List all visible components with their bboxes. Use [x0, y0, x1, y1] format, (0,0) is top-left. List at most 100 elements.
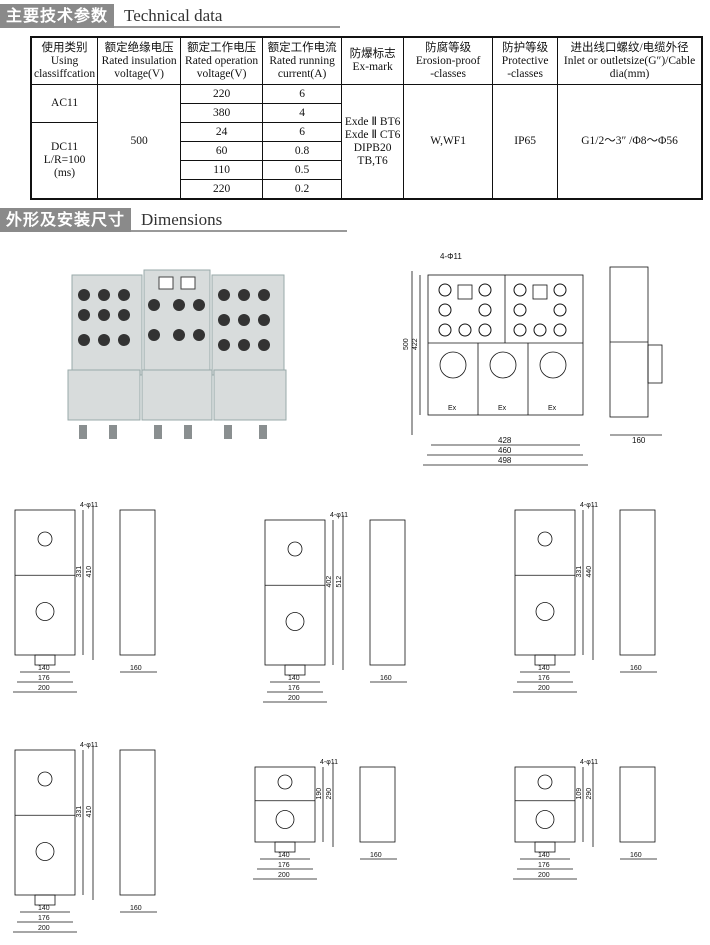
dimension-drawing: 4-φ11 331 440 140 176 200 160	[513, 502, 657, 693]
dim-width-1: 140	[288, 675, 300, 682]
hole-label: 4-φ11	[80, 502, 98, 509]
dim-depth: 160	[370, 852, 382, 859]
knob	[118, 309, 130, 321]
knob	[148, 299, 160, 311]
product-photo	[67, 269, 287, 439]
knob	[118, 334, 130, 346]
button-symbol	[513, 283, 527, 297]
cell-voltage: 220	[180, 179, 264, 200]
cell-ac11: AC11	[30, 84, 99, 123]
button-symbol	[478, 283, 492, 297]
dim-height-inner: 190	[316, 788, 323, 800]
knob	[98, 309, 110, 321]
cell-voltage: 220	[180, 84, 264, 104]
dim-depth: 160	[130, 905, 142, 912]
knob	[148, 329, 160, 341]
knob	[238, 339, 250, 351]
knob	[218, 314, 230, 326]
button-symbol	[478, 323, 492, 337]
cell-current: 0.5	[262, 160, 343, 180]
button-symbol	[553, 283, 567, 297]
knob	[98, 334, 110, 346]
ex-label: Ex	[548, 405, 557, 412]
button-symbol	[458, 323, 472, 337]
cell-current: 0.8	[262, 141, 343, 161]
dim-depth: 160	[630, 852, 642, 859]
dim-depth: 160	[380, 675, 392, 682]
cell-current: 4	[262, 103, 343, 123]
dim-depth: 160	[632, 436, 646, 445]
dim-width-3: 200	[38, 925, 50, 932]
button-symbol	[478, 303, 492, 317]
dim-width-1: 140	[538, 852, 550, 859]
ex-label: Ex	[448, 405, 457, 412]
hole-label: 4-φ11	[320, 759, 338, 766]
knob	[78, 334, 90, 346]
knob	[258, 339, 270, 351]
dimension-drawing: 4-φ11 402 512 140 176 200 160	[263, 512, 407, 703]
hole-label: 4-φ11	[580, 502, 598, 509]
dimension-drawing: 4-φ11 331 410 140 176 200 160	[13, 502, 157, 693]
knob	[238, 314, 250, 326]
knob	[258, 289, 270, 301]
knob	[78, 309, 90, 321]
section-header-technical: 主要技术参数 Technical data	[0, 4, 341, 28]
knob	[193, 329, 205, 341]
dim-height-inner: 331	[76, 566, 83, 578]
button-symbol	[553, 323, 567, 337]
knob	[173, 329, 185, 341]
cell-current: 6	[262, 122, 343, 142]
main-dimension-drawing: 4-Φ11 500 422 428 460 498 160 Ex Ex Ex	[403, 252, 663, 466]
hole-label: 4-φ11	[580, 759, 598, 766]
button-symbol	[513, 323, 527, 337]
hole-label: 4-φ11	[80, 742, 98, 749]
dim-height: 290	[326, 788, 333, 800]
dim-width-2: 176	[288, 685, 300, 692]
knob	[173, 299, 185, 311]
dim-width-2: 176	[538, 675, 550, 682]
section-title-cn: 主要技术参数	[0, 4, 115, 28]
dim-width-1: 428	[498, 436, 512, 445]
knob	[218, 289, 230, 301]
cell-protective: IP65	[492, 84, 559, 200]
cell-erosion: W,WF1	[403, 84, 494, 200]
button-symbol	[533, 323, 547, 337]
dim-width-1: 140	[538, 665, 550, 672]
dim-width-1: 140	[38, 665, 50, 672]
button-symbol	[438, 303, 452, 317]
dim-width-1: 140	[278, 852, 290, 859]
section-title-en: Technical data	[114, 6, 341, 28]
dim-height-inner: 422	[412, 338, 419, 350]
dim-width-1: 140	[38, 905, 50, 912]
knob	[258, 314, 270, 326]
dim-width-2: 176	[38, 915, 50, 922]
dim-width-2: 460	[498, 446, 512, 455]
cell-voltage: 380	[180, 103, 264, 123]
section-title-en: Dimensions	[131, 210, 348, 232]
hole-label: 4-Φ11	[440, 252, 462, 261]
cell-current: 0.2	[262, 179, 343, 200]
dim-width-2: 176	[38, 675, 50, 682]
cell-insulation: 500	[97, 84, 182, 200]
knob	[218, 339, 230, 351]
dim-width-3: 200	[38, 685, 50, 692]
dim-height: 500	[403, 338, 410, 350]
button-symbol	[438, 283, 452, 297]
section-header-dimensions: 外形及安装尺寸 Dimensions	[0, 208, 348, 232]
dim-height: 410	[86, 566, 93, 578]
dim-width-3: 200	[538, 685, 550, 692]
dim-height: 410	[86, 806, 93, 818]
dim-depth: 160	[130, 665, 142, 672]
